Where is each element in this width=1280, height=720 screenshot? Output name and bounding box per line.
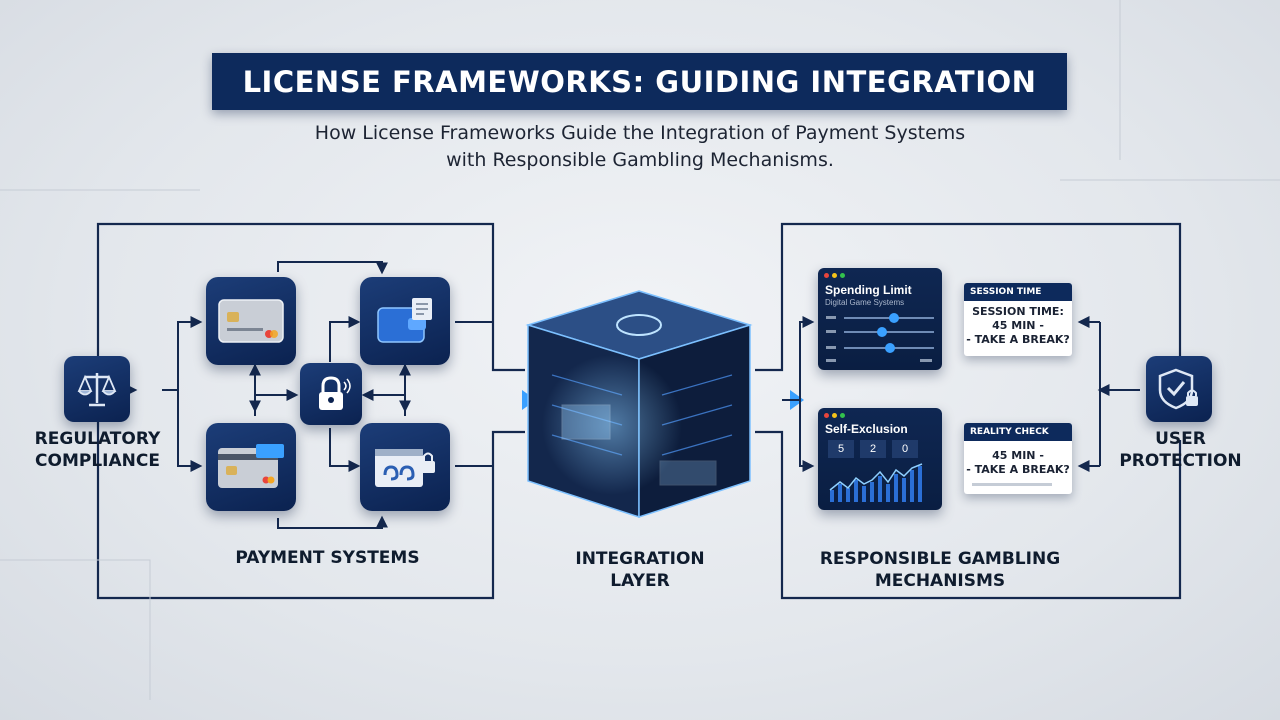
user-protection-tile <box>1146 356 1212 422</box>
exclusion-digit: 2 <box>860 440 886 458</box>
reality-check-line-1: 45 MIN - <box>992 449 1044 462</box>
integration-label-line-1: INTEGRATION <box>575 549 705 569</box>
regulatory-label-line-2: COMPLIANCE <box>35 451 160 471</box>
regulatory-compliance-label: REGULATORY COMPLIANCE <box>20 428 175 472</box>
credit-card-icon <box>218 299 284 343</box>
window-dots <box>824 413 845 418</box>
integration-layer-label: INTEGRATION LAYER <box>555 548 725 592</box>
session-time-line-2: 45 MIN - <box>992 319 1044 332</box>
scales-icon <box>77 373 117 407</box>
session-time-card: SESSION TIME SESSION TIME: 45 MIN - - TA… <box>964 283 1072 356</box>
card-terminal-icon <box>218 444 284 488</box>
exclusion-digit-row: 5 2 0 <box>828 440 918 458</box>
credit-card-tile <box>206 277 296 365</box>
lock-tile <box>300 363 362 425</box>
spending-limit-title: Spending Limit <box>825 283 912 297</box>
self-exclusion-card: Self-Exclusion 5 2 0 <box>818 408 942 510</box>
wallet-icon <box>377 298 432 343</box>
subtitle-line-1: How License Frameworks Guide the Integra… <box>314 122 966 144</box>
reality-check-header: REALITY CHECK <box>964 423 1072 441</box>
payment-systems-label: PAYMENT SYSTEMS <box>235 548 420 568</box>
lock-icon <box>319 376 351 410</box>
regulatory-label-line-1: REGULATORY <box>34 429 161 449</box>
window-dots <box>824 273 845 278</box>
regulatory-compliance-tile <box>64 356 130 422</box>
secure-browser-tile <box>360 423 450 511</box>
exclusion-digit: 0 <box>892 440 918 458</box>
secure-browser-icon <box>375 449 435 487</box>
reality-check-card: REALITY CHECK 45 MIN - - TAKE A BREAK? <box>964 423 1072 494</box>
spending-limit-subtitle: Digital Game Systems <box>825 298 905 307</box>
exclusion-chart <box>829 463 923 502</box>
integration-label-line-2: LAYER <box>610 571 670 591</box>
session-time-body: SESSION TIME: 45 MIN - - TAKE A BREAK? <box>964 301 1072 347</box>
responsible-label-line-2: MECHANISMS <box>874 571 1006 591</box>
page-title: LICENSE FRAMEWORKS: GUIDING INTEGRATION <box>212 53 1067 110</box>
exclusion-digit: 5 <box>828 440 854 458</box>
spending-limit-card: Spending Limit Digital Game Systems <box>818 268 942 370</box>
card-terminal-tile <box>206 423 296 511</box>
self-exclusion-title: Self-Exclusion <box>825 422 908 436</box>
user-protection-label-line-2: PROTECTION <box>1119 451 1242 471</box>
session-time-header: SESSION TIME <box>964 283 1072 301</box>
shield-lock-icon <box>1158 368 1198 410</box>
session-time-line-3: - TAKE A BREAK? <box>966 333 1070 346</box>
page-subtitle: How License Frameworks Guide the Integra… <box>240 120 1040 174</box>
reality-check-line-2: - TAKE A BREAK? <box>966 463 1070 476</box>
user-protection-label-line-1: USER <box>1155 429 1206 449</box>
wallet-tile <box>360 277 450 365</box>
subtitle-line-2: with Responsible Gambling Mechanisms. <box>446 149 834 171</box>
user-protection-label: USER PROTECTION <box>1108 428 1253 472</box>
reality-check-body: 45 MIN - - TAKE A BREAK? <box>964 441 1072 477</box>
integration-cube <box>525 290 753 519</box>
responsible-label-line-1: RESPONSIBLE GAMBLING <box>819 549 1061 569</box>
session-time-line-1: SESSION TIME: <box>972 305 1064 318</box>
spending-sliders <box>826 313 934 362</box>
reality-progress-bar <box>972 483 1052 486</box>
responsible-gambling-label: RESPONSIBLE GAMBLING MECHANISMS <box>805 548 1075 592</box>
